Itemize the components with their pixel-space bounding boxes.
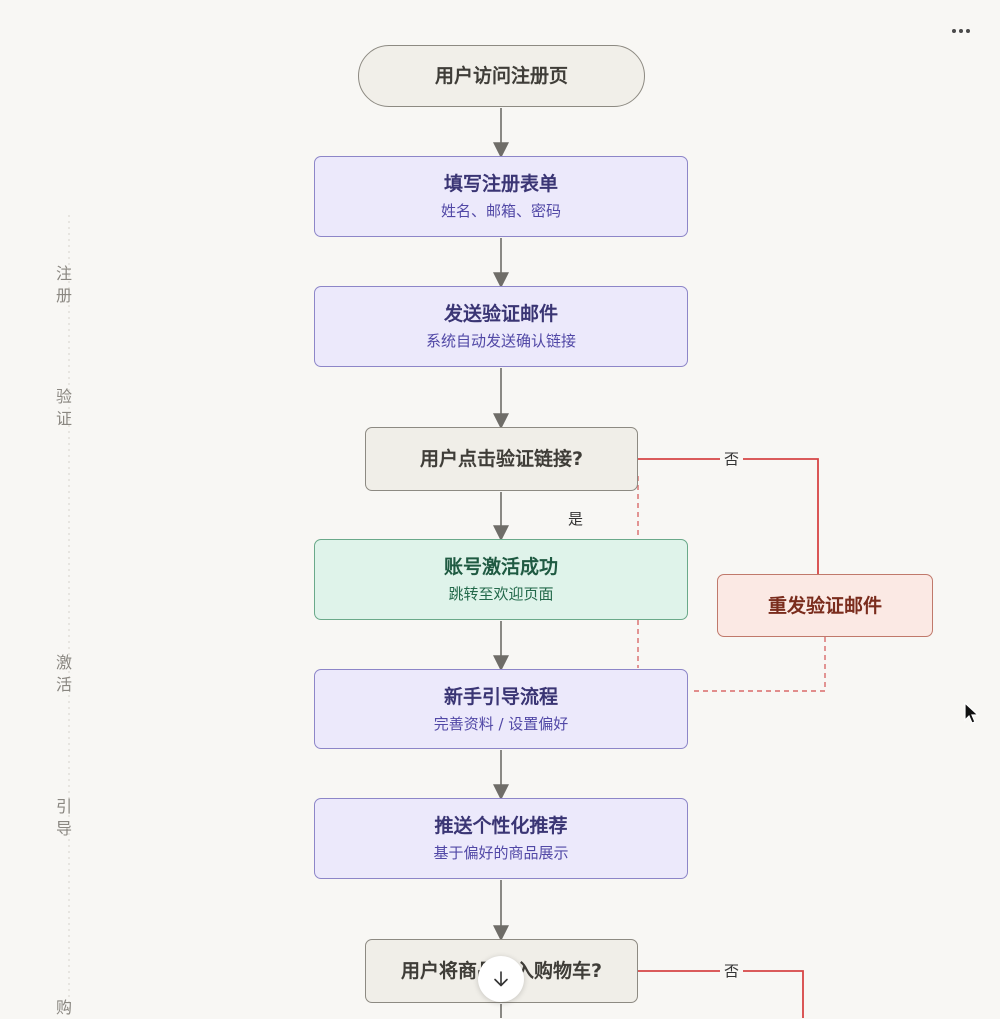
node-send-email-subtitle: 系统自动发送确认链接 <box>425 332 576 350</box>
node-start[interactable]: 用户访问注册页 <box>358 45 645 107</box>
node-click-link-decision[interactable]: 用户点击验证链接? <box>365 427 638 491</box>
node-resend-title: 重发验证邮件 <box>767 594 882 617</box>
edge-label-yes: 是 <box>564 510 588 528</box>
phase-label-purchase: 购 <box>55 998 72 1017</box>
edge-cart-no <box>638 970 804 1018</box>
node-activated-title: 账号激活成功 <box>443 556 558 578</box>
mouse-pointer-icon <box>964 702 980 724</box>
node-onboarding-title: 新手引导流程 <box>443 685 558 708</box>
node-onboarding[interactable]: 新手引导流程 完善资料 / 设置偏好 <box>314 669 688 749</box>
edge-label-no: 否 <box>720 450 744 468</box>
node-onboarding-subtitle: 完善资料 / 设置偏好 <box>433 714 569 733</box>
node-activated-subtitle: 跳转至欢迎页面 <box>448 585 554 603</box>
arrow-down-icon <box>494 971 508 987</box>
node-recommend-title: 推送个性化推荐 <box>434 815 568 837</box>
phase-label-activate: 激活 <box>55 653 72 694</box>
edge-dashed-resend <box>690 637 826 692</box>
node-recommend[interactable]: 推送个性化推荐 基于偏好的商品展示 <box>314 798 688 879</box>
node-send-email[interactable]: 发送验证邮件 系统自动发送确认链接 <box>314 286 688 367</box>
phase-label-guide: 引导 <box>55 797 72 838</box>
node-click-link-title: 用户点击验证链接? <box>419 448 584 470</box>
node-send-email-title: 发送验证邮件 <box>443 303 558 325</box>
edge-decision-no <box>638 458 819 574</box>
node-fill-form-subtitle: 姓名、邮箱、密码 <box>440 202 561 220</box>
edge-label-no: 否 <box>720 962 744 980</box>
node-activated[interactable]: 账号激活成功 跳转至欢迎页面 <box>314 539 688 620</box>
node-fill-form-title: 填写注册表单 <box>443 173 558 195</box>
node-recommend-subtitle: 基于偏好的商品展示 <box>433 844 569 862</box>
phase-label-verify: 验证 <box>55 387 72 428</box>
scroll-down-button[interactable] <box>478 956 524 1002</box>
phase-label-register: 注册 <box>55 264 72 305</box>
node-start-title: 用户访问注册页 <box>434 65 568 87</box>
node-fill-form[interactable]: 填写注册表单 姓名、邮箱、密码 <box>314 156 688 237</box>
node-resend-email[interactable]: 重发验证邮件 <box>717 574 933 637</box>
more-horizontal-icon[interactable] <box>944 18 978 44</box>
